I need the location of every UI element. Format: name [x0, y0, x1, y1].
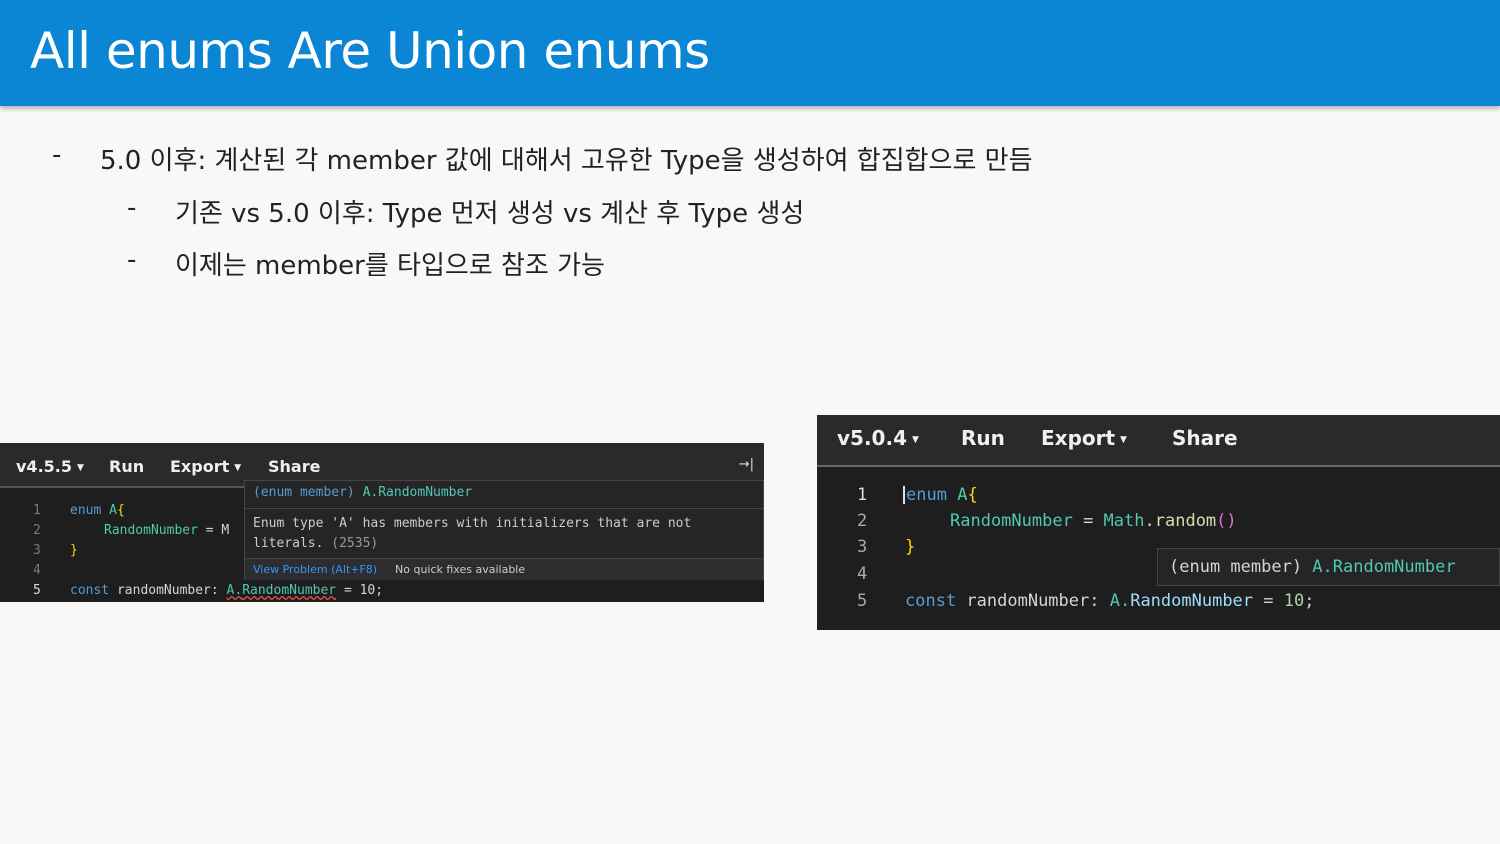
code-line-1[interactable]: enum A{ — [903, 485, 978, 505]
share-button[interactable]: Share — [1172, 426, 1238, 450]
hover-signature: (enum member) A.RandomNumber — [1169, 557, 1456, 577]
expand-icon[interactable]: →| — [738, 457, 754, 472]
export-dropdown[interactable]: Export▼ — [1041, 426, 1127, 450]
code-line-5[interactable]: const randomNumber: A.RandomNumber = 10; — [70, 583, 384, 598]
bullet-text: 5.0 이후: 계산된 각 member 값에 대해서 고유한 Type을 생성… — [100, 146, 1033, 176]
chevron-down-icon: ▼ — [234, 462, 242, 473]
view-problem-link[interactable]: View Problem (Alt+F8) — [253, 563, 378, 576]
version-dropdown[interactable]: v5.0.4▼ — [837, 426, 919, 450]
error-message: Enum type 'A' has members with initializ… — [253, 516, 692, 551]
line-number: 1 — [857, 485, 868, 505]
code-line-2[interactable]: RandomNumber = M — [104, 523, 230, 538]
playground-editor-v5: v5.0.4▼ Run Export▼ Share 1 2 3 4 5 enum… — [817, 415, 1500, 630]
code-line-2[interactable]: RandomNumber = Math.random() — [950, 511, 1237, 531]
code-line-1[interactable]: enum A{ — [70, 503, 125, 518]
chevron-down-icon: ▼ — [76, 462, 84, 473]
code-line-3[interactable]: } — [905, 537, 916, 557]
export-dropdown[interactable]: Export▼ — [170, 457, 242, 476]
line-number: 5 — [33, 583, 41, 598]
line-number: 3 — [857, 537, 868, 557]
hover-signature: (enum member) A.RandomNumber — [253, 485, 473, 500]
slide-title: All enums Are Union enums — [30, 22, 710, 80]
chevron-down-icon: ▼ — [1120, 434, 1127, 445]
slide-title-bar: All enums Are Union enums — [0, 0, 1500, 106]
no-quick-fixes-label: No quick fixes available — [395, 563, 526, 576]
run-button[interactable]: Run — [961, 426, 1005, 450]
bullet-dash: - — [52, 140, 62, 170]
share-button[interactable]: Share — [268, 457, 321, 476]
code-line-3[interactable]: } — [70, 543, 78, 558]
line-number: 3 — [33, 543, 41, 558]
hover-tooltip-error: (enum member) A.RandomNumber Enum type '… — [244, 480, 764, 580]
line-number: 4 — [857, 564, 868, 584]
bullet-dash: - — [127, 193, 137, 223]
bullet-dash: - — [127, 245, 137, 275]
line-number: 1 — [33, 503, 41, 518]
line-number: 5 — [857, 591, 868, 611]
divider — [245, 508, 763, 509]
run-button[interactable]: Run — [109, 457, 145, 476]
version-dropdown[interactable]: v4.5.5▼ — [16, 457, 84, 476]
line-number: 4 — [33, 563, 41, 578]
playground-toolbar: v5.0.4▼ Run Export▼ Share — [817, 415, 1500, 467]
code-line-5[interactable]: const randomNumber: A.RandomNumber = 10; — [905, 591, 1315, 611]
line-number: 2 — [857, 511, 868, 531]
hover-actions: View Problem (Alt+F8) No quick fixes ava… — [245, 558, 763, 580]
bullet-text: 기존 vs 5.0 이후: Type 먼저 생성 vs 계산 후 Type 생성 — [175, 199, 805, 229]
bullet-text: 이제는 member를 타입으로 참조 가능 — [175, 251, 605, 281]
chevron-down-icon: ▼ — [911, 434, 919, 445]
line-number: 2 — [33, 523, 41, 538]
text-cursor — [903, 486, 905, 504]
hover-tooltip: (enum member) A.RandomNumber — [1157, 548, 1500, 586]
